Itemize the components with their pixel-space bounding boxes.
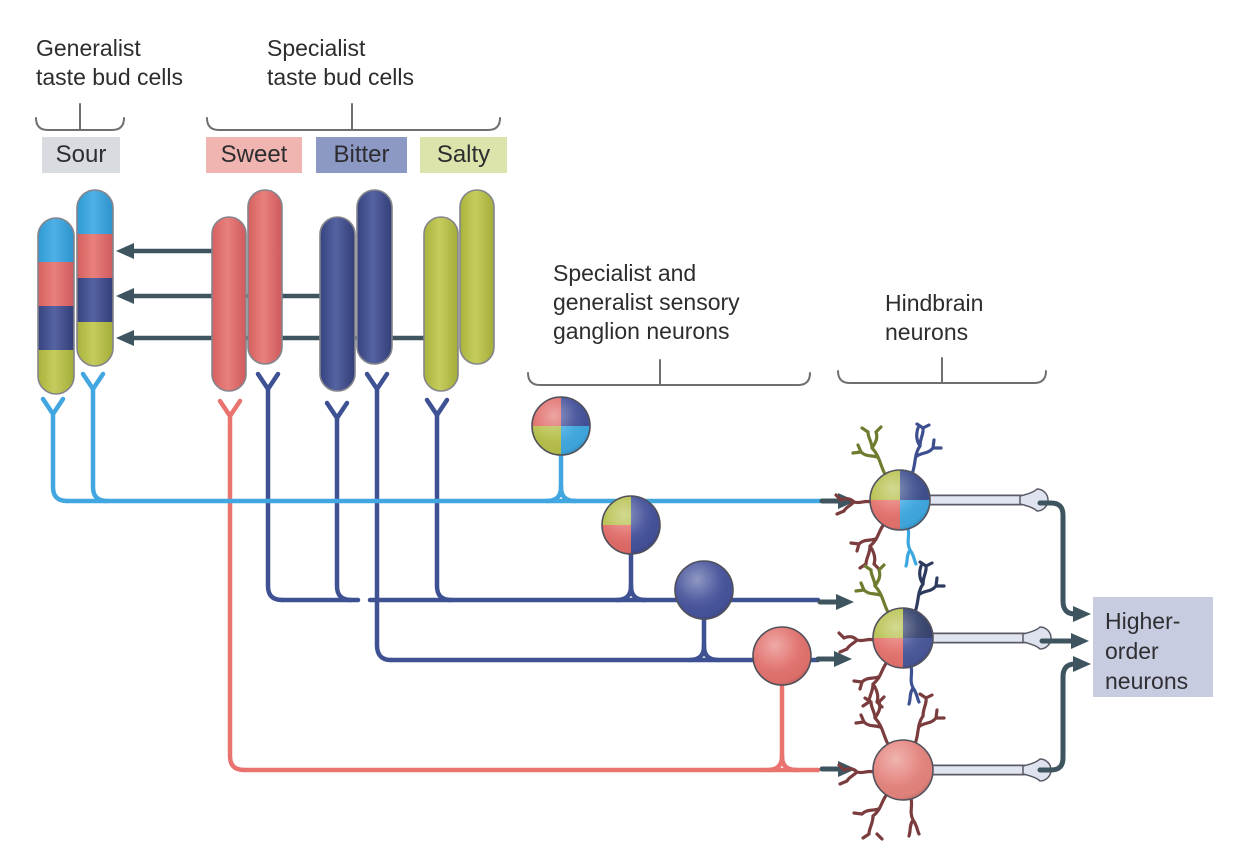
ganglion-neuron-generalist-swt-bit-sal — [601, 495, 661, 555]
higher-order-neurons-box: Higher- order neurons — [1093, 597, 1213, 697]
generalist-taste-cell-2 — [76, 189, 114, 367]
bitter-quality-chip: Bitter — [316, 137, 407, 173]
salty-taste-cells — [423, 189, 495, 392]
hindbrain-to-higher-order-connectors — [1037, 500, 1091, 773]
salty-quality-chip: Salty — [420, 137, 507, 173]
sour-quality-chip: Sour — [42, 137, 120, 173]
group-brackets — [35, 103, 1047, 386]
generalist-taste-bud-cells-label: Generalist taste bud cells — [36, 35, 184, 90]
ganglion-to-hindbrain-arrows — [815, 493, 856, 777]
sweet-specialist-fiber — [217, 398, 821, 773]
sweet-taste-cells — [211, 189, 283, 392]
specialist-taste-bud-cells-label: Specialist taste bud cells — [267, 35, 415, 90]
hindbrain-neuron-specialist-sweet — [837, 692, 1052, 841]
bitter-taste-cells — [319, 189, 393, 392]
generalist-taste-cell-1 — [37, 217, 75, 395]
ganglion-neuron-specialist-sweet — [752, 626, 812, 686]
specialist-to-generalist-arrows — [116, 243, 452, 346]
generalist-fiber — [40, 371, 823, 504]
sweet-quality-chip: Sweet — [206, 137, 302, 173]
hindbrain-neuron-generalist-swt-bit-sal — [837, 560, 1052, 709]
ganglion-neurons-label: Specialist and generalist sensory gangli… — [553, 260, 740, 344]
ganglion-neuron-specialist-bitter — [674, 560, 734, 620]
hindbrain-neuron-generalist-all — [834, 422, 1049, 571]
ganglion-neuron-generalist-all — [531, 396, 591, 456]
navy-ganglion-fibers — [255, 371, 821, 663]
hindbrain-neurons-label: Hindbrain neurons — [885, 290, 984, 345]
